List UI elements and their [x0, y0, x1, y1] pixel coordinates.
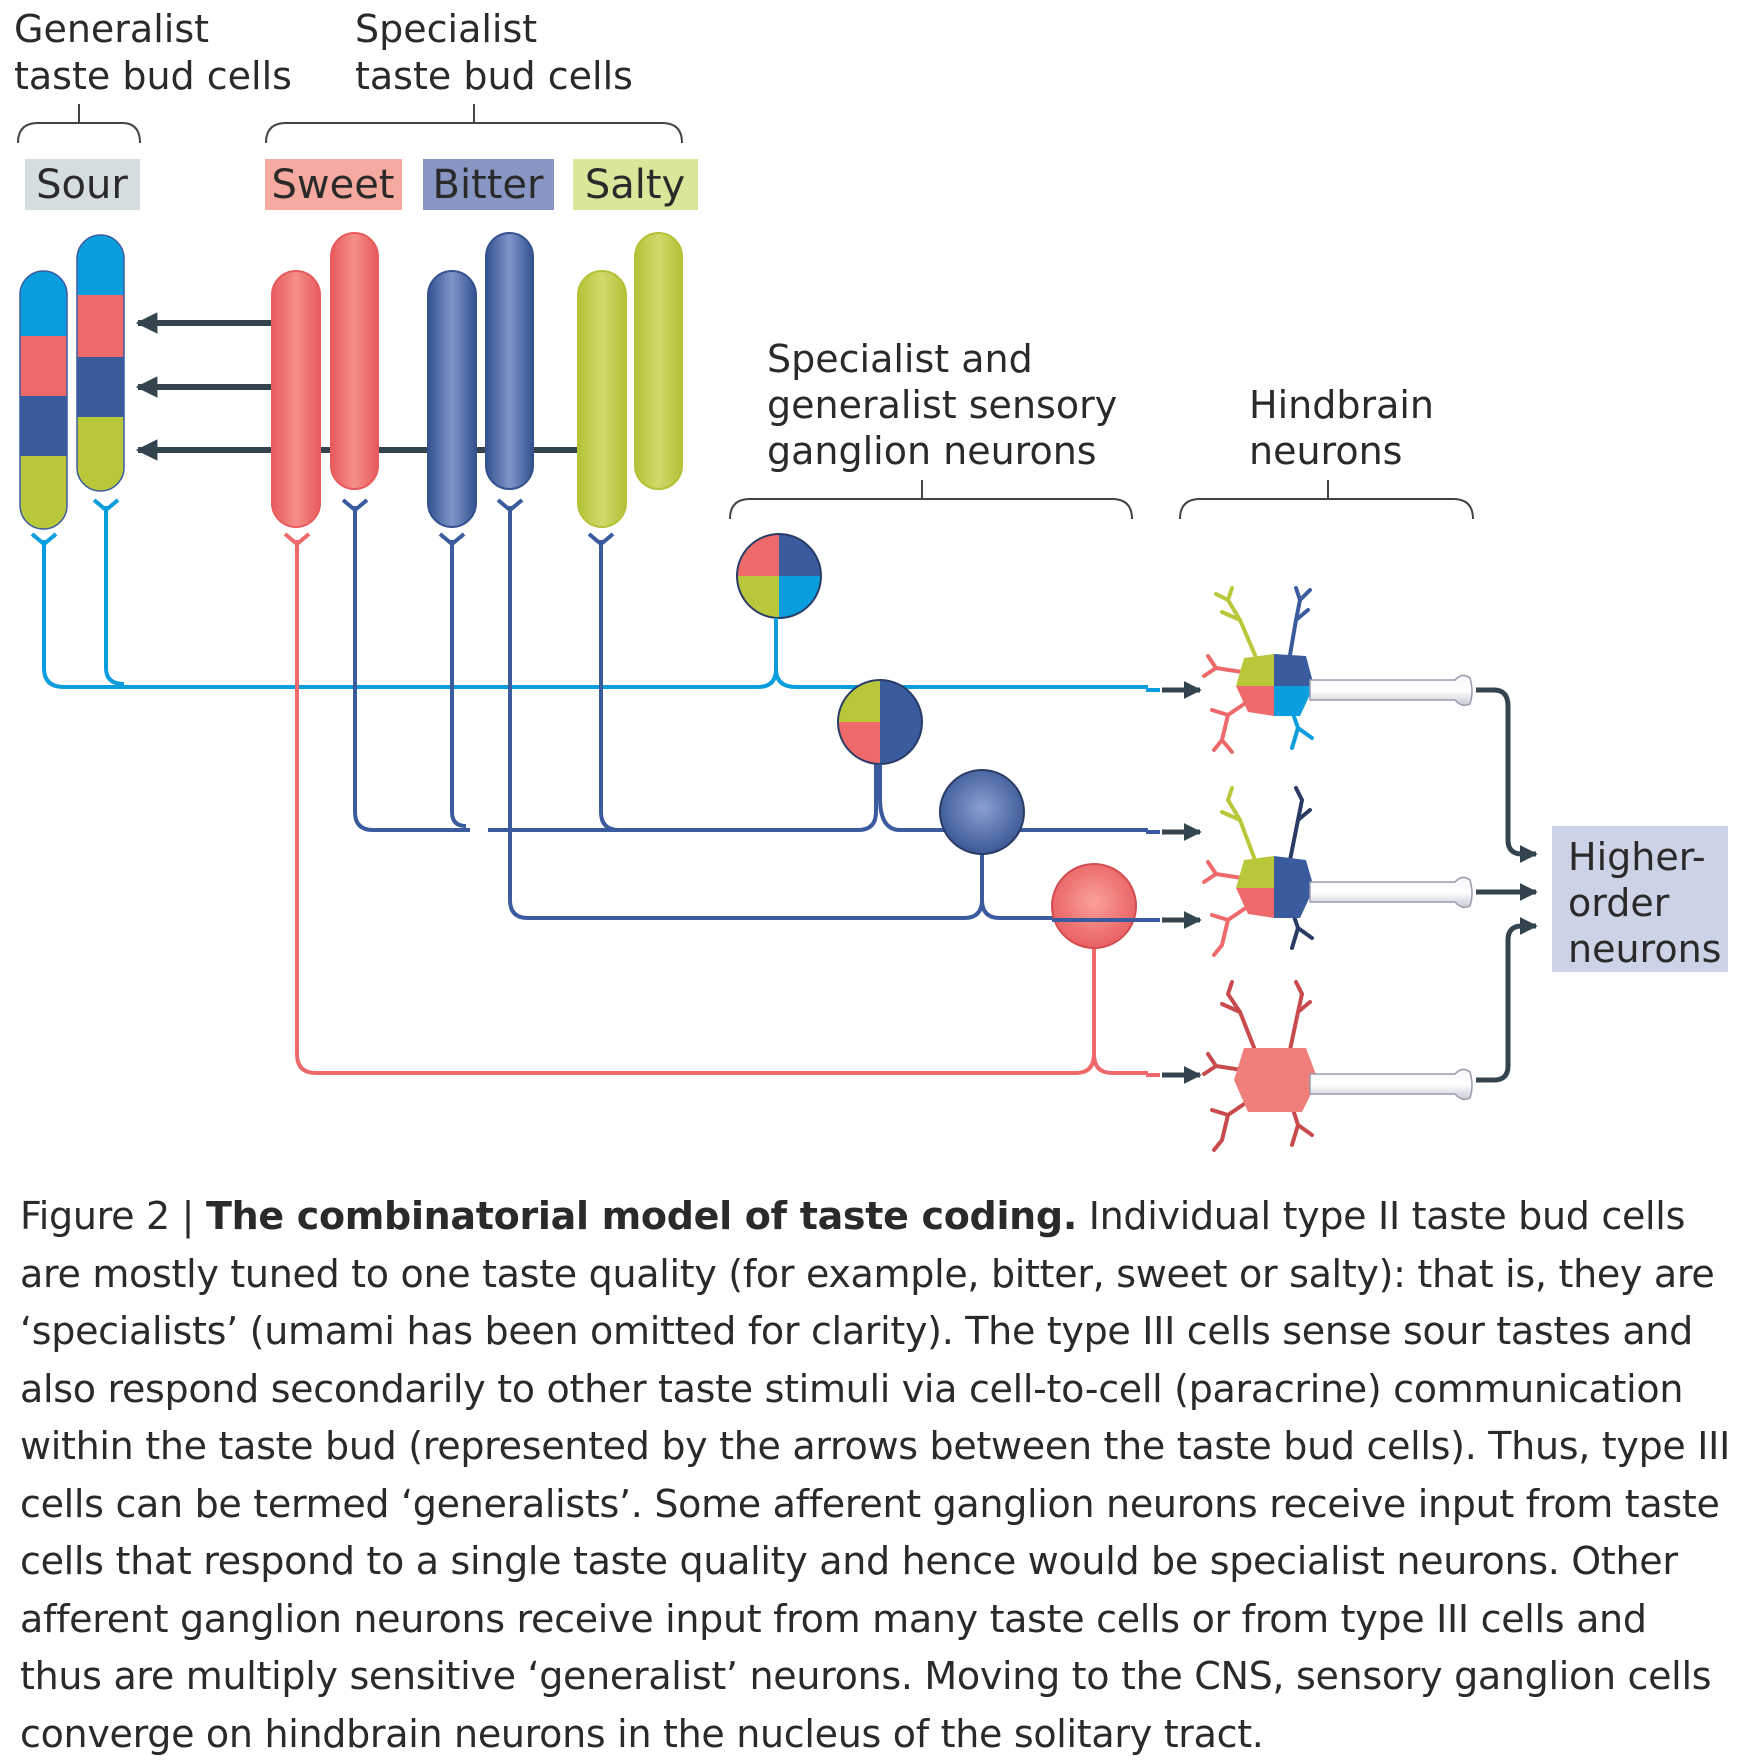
- salty-wire: [599, 540, 620, 832]
- svg-text:Salty: Salty: [585, 162, 685, 208]
- generalist-cells-label: Generalist taste bud cells: [14, 7, 292, 98]
- ganglion-label: Specialist and generalist sensory gangli…: [767, 337, 1117, 473]
- svg-text:Higher-: Higher-: [1568, 835, 1706, 879]
- specialist-ganglion-sweet: [1051, 863, 1137, 949]
- sour-tag: Sour: [25, 159, 140, 210]
- salty-cell-2: [634, 232, 683, 490]
- svg-text:taste bud cells: taste bud cells: [14, 54, 292, 98]
- generalist-cell-1: [20, 271, 67, 529]
- sour-ending-2: [92, 498, 120, 522]
- sour-wire-out: [774, 668, 1148, 689]
- figure-title: The combinatorial model of taste coding.: [205, 1194, 1077, 1238]
- specialist-cells-label: Specialist taste bud cells: [355, 7, 633, 98]
- bitter-wire-1: [353, 506, 470, 832]
- sweet-ending: [283, 532, 311, 556]
- bitter-ending-2: [438, 532, 466, 556]
- svg-text:Bitter: Bitter: [433, 162, 545, 208]
- bitter-wire-2: [450, 540, 467, 828]
- ganglion3-wire-out: [980, 899, 1054, 920]
- svg-text:taste bud cells: taste bud cells: [355, 54, 633, 98]
- hindbrain-bracket: [1179, 480, 1474, 520]
- specialist-ganglion-bitter: [939, 769, 1025, 855]
- sour-wire-2: [104, 506, 125, 686]
- bitter-ending-1: [341, 498, 369, 522]
- sweet-cell-1: [271, 270, 321, 528]
- sweet-cell-2: [330, 232, 379, 490]
- generalist-ganglion-2: [837, 679, 923, 765]
- taste-coding-diagram: Generalist taste bud cells Specialist ta…: [14, 7, 1728, 1152]
- generalist-cell-2: [77, 235, 124, 491]
- figure-description: Individual type II taste bud cells are m…: [20, 1194, 1730, 1756]
- hindbrain-input-arrows: [1162, 681, 1202, 1084]
- svg-text:Sour: Sour: [36, 162, 128, 208]
- bitter-tag: Bitter: [423, 159, 554, 210]
- bitter-cell-1: [427, 270, 477, 528]
- hindbrain-neuron-1: [1202, 586, 1473, 754]
- sour-wire-1: [42, 540, 778, 689]
- svg-text:generalist sensory: generalist sensory: [767, 383, 1117, 427]
- svg-text:Specialist and: Specialist and: [767, 337, 1033, 381]
- bitter-ending-3: [496, 498, 524, 522]
- svg-text:ganglion neurons: ganglion neurons: [767, 429, 1097, 473]
- svg-text:Sweet: Sweet: [271, 162, 394, 208]
- hindbrain-neuron-3: [1202, 980, 1473, 1152]
- sweet-tag: Sweet: [265, 159, 402, 210]
- svg-text:Specialist: Specialist: [355, 7, 537, 51]
- bitter-cell-2: [485, 232, 534, 490]
- salty-cell-1: [577, 270, 627, 528]
- svg-text:Generalist: Generalist: [14, 7, 209, 51]
- generalist-ganglion-1: [736, 533, 822, 619]
- bitter-wire-3: [488, 764, 878, 832]
- higher-order-neurons-box: Higher- order neurons: [1552, 826, 1728, 972]
- svg-text:Hindbrain: Hindbrain: [1249, 383, 1434, 427]
- hindbrain-label: Hindbrain neurons: [1249, 383, 1434, 473]
- higher-order-arrows: [1476, 687, 1538, 1083]
- figure-number: Figure 2 |: [20, 1194, 206, 1238]
- generalist-bracket: [17, 104, 141, 144]
- ganglion2-wire-out: [878, 797, 1148, 832]
- sour-ending-1: [30, 532, 58, 556]
- ganglion4-wire-out: [1092, 1053, 1148, 1075]
- hindbrain-neuron-2: [1202, 786, 1473, 957]
- salty-tag: Salty: [573, 159, 698, 210]
- ganglion-bracket: [729, 480, 1133, 520]
- salty-ending: [587, 532, 615, 556]
- svg-text:order: order: [1568, 881, 1670, 925]
- figure-caption: Figure 2 | The combinatorial model of ta…: [20, 1188, 1732, 1763]
- svg-text:neurons: neurons: [1568, 927, 1721, 971]
- specialist-bracket: [265, 104, 683, 144]
- svg-text:neurons: neurons: [1249, 429, 1402, 473]
